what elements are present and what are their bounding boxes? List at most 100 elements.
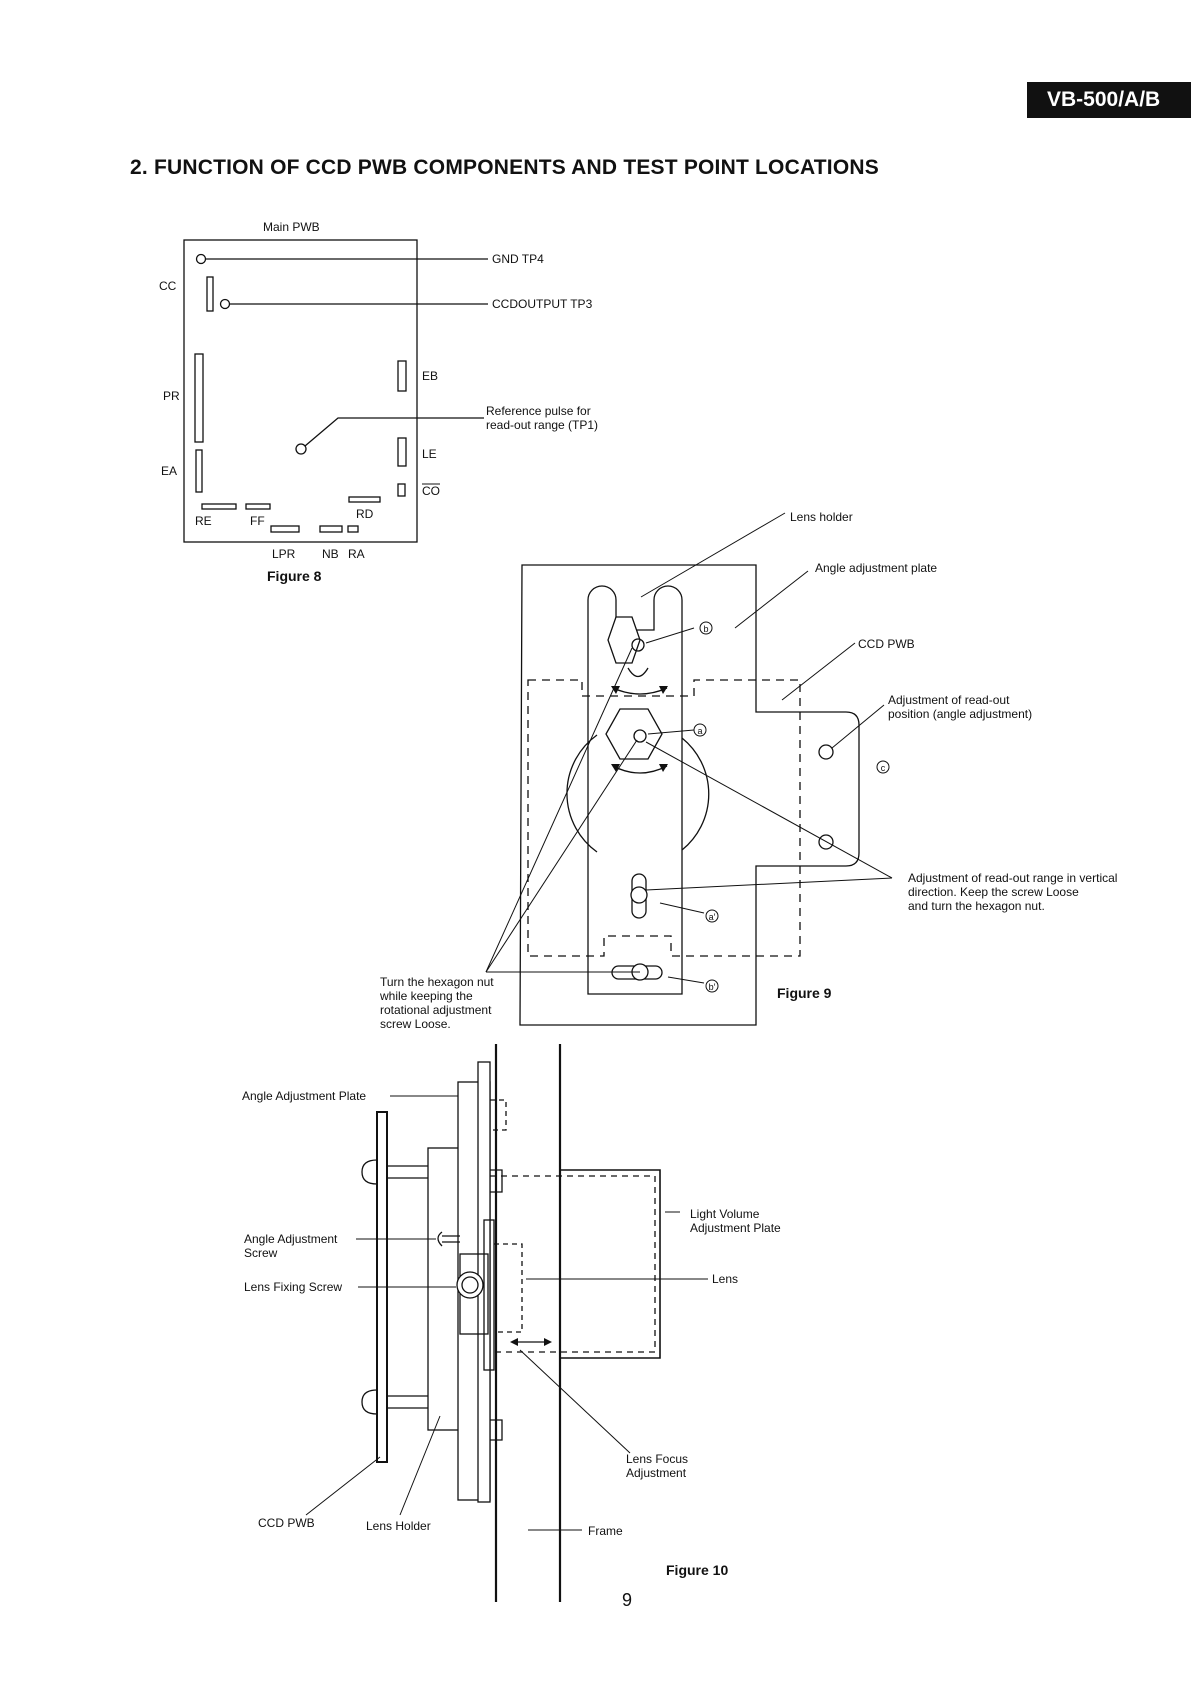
label-le: LE	[422, 447, 437, 461]
page-number: 9	[622, 1590, 633, 1610]
label-pr: PR	[163, 389, 180, 403]
label-hex-nut-line1: Turn the hexagon nut	[380, 975, 494, 989]
lens-body-left	[566, 734, 598, 853]
figure-8-caption: Figure 8	[267, 568, 322, 584]
connector-ff	[245, 503, 271, 510]
label-co: CO	[422, 484, 440, 498]
marker-b: b	[703, 624, 708, 634]
screw-b	[631, 638, 645, 652]
label-hex-nut-line4: screw Loose.	[380, 1017, 451, 1031]
label-light-volume-line1: Light Volume	[690, 1207, 760, 1221]
model-badge: VB-500/A/B	[1027, 82, 1191, 118]
marker-c: c	[881, 763, 886, 773]
label-ccd-pwb: CCD PWB	[258, 1516, 315, 1530]
figure-9-labels: b a c a′ b′ Lens holder Angle adjustment…	[379, 510, 1117, 1031]
label-readout-range-line3: and turn the hexagon nut.	[908, 899, 1045, 913]
light-volume-plate-dashed	[490, 1175, 656, 1353]
connector-lpr	[270, 525, 300, 533]
connector-cc	[206, 276, 214, 312]
section-title: 2. FUNCTION OF CCD PWB COMPONENTS AND TE…	[130, 156, 879, 179]
screw-a-prime	[630, 886, 648, 904]
label-ff: FF	[250, 514, 265, 528]
label-rd: RD	[356, 507, 374, 521]
connector-ra	[347, 525, 359, 533]
label-lens-holder: Lens Holder	[366, 1519, 431, 1533]
tp1-point	[295, 443, 307, 455]
marker-a-prime-circle	[705, 909, 719, 923]
callout-ref-pulse-line2: read-out range (TP1)	[486, 418, 598, 432]
screw-a	[633, 729, 647, 743]
figure-10-labels: Angle Adjustment Plate Angle Adjustment …	[242, 1089, 781, 1578]
label-lpr: LPR	[272, 547, 296, 561]
angle-adjustment-plate-outline	[519, 564, 860, 1026]
label-readout-position-line1: Adjustment of read-out	[888, 693, 1010, 707]
lens-body-right	[681, 737, 710, 851]
connector-re	[201, 503, 237, 510]
label-lens: Lens	[712, 1272, 738, 1286]
label-angle-adjustment-screw-line1: Angle Adjustment	[244, 1232, 338, 1246]
connector-nb	[319, 525, 343, 533]
gnd-tp4-point	[195, 253, 207, 265]
label-readout-position-line2: position (angle adjustment)	[888, 707, 1032, 721]
callout-ccdoutput-tp3: CCDOUTPUT TP3	[492, 297, 593, 311]
lens-holder-block	[427, 1147, 461, 1431]
label-light-volume-line2: Adjustment Plate	[690, 1221, 781, 1235]
label-ea: EA	[161, 464, 177, 478]
callout-gnd-tp4: GND TP4	[492, 252, 544, 266]
label-eb: EB	[422, 369, 438, 383]
rotation-arrow-a	[612, 765, 668, 774]
label-lens-holder: Lens holder	[790, 510, 853, 524]
label-cc: CC	[159, 279, 177, 293]
marker-c-circle	[876, 760, 890, 774]
figure-9-caption: Figure 9	[777, 985, 832, 1001]
label-angle-adjustment-plate: Angle Adjustment Plate	[242, 1089, 366, 1103]
figure-8-labels: Main PWB CC PR EA RE FF LPR NB RA RD EB …	[159, 220, 598, 584]
lens-dashed-outline	[494, 1243, 523, 1333]
figure-10-caption: Figure 10	[666, 1562, 728, 1578]
marker-b-circle	[699, 621, 713, 635]
light-volume-plate-outline	[560, 1169, 661, 1359]
marker-b-prime-circle	[705, 979, 719, 993]
lens-holder-plate	[587, 585, 683, 995]
marker-b-prime: b′	[709, 982, 716, 992]
callout-ref-pulse-line1: Reference pulse for	[486, 404, 591, 418]
label-hex-nut-line3: rotational adjustment	[380, 1003, 492, 1017]
connector-pr	[194, 353, 204, 443]
connector-rd	[348, 496, 381, 503]
rotation-arrow-b	[612, 687, 668, 695]
label-hex-nut-line2: while keeping the	[379, 989, 473, 1003]
ccd-pwb-dashed-outline	[527, 679, 801, 957]
holder-inner-block	[483, 1219, 495, 1371]
figure-8	[183, 239, 488, 543]
label-re: RE	[195, 514, 212, 528]
angle-screw-hole-lower	[818, 834, 834, 850]
label-lens-fixing-screw: Lens Fixing Screw	[244, 1280, 342, 1294]
figure-10	[305, 1044, 708, 1602]
hexagon-nut-b	[607, 616, 641, 664]
label-readout-range-line2: direction. Keep the screw Loose	[908, 885, 1079, 899]
label-frame: Frame	[588, 1524, 623, 1538]
label-ccd-pwb: CCD PWB	[858, 637, 915, 651]
label-ra: RA	[348, 547, 365, 561]
figure-9	[485, 512, 893, 1026]
connector-eb	[397, 360, 407, 392]
label-nb: NB	[322, 547, 339, 561]
main-pwb-board-outline	[183, 239, 418, 543]
label-lens-focus-line2: Adjustment	[626, 1466, 687, 1480]
main-pwb-label: Main PWB	[263, 220, 320, 234]
connector-ea	[195, 449, 203, 493]
label-angle-adjustment-screw-line2: Screw	[244, 1246, 278, 1260]
connector-le	[397, 437, 407, 467]
marker-a-prime: a′	[709, 912, 716, 922]
upper-spacer-head	[361, 1159, 378, 1185]
label-lens-focus-line1: Lens Focus	[626, 1452, 688, 1466]
lower-spacer-head	[361, 1389, 378, 1415]
ccdoutput-tp3-point	[219, 298, 231, 310]
lens-fixing-screw-inner	[461, 1276, 479, 1294]
washer-b	[627, 667, 649, 678]
lens-fixing-screw	[456, 1271, 484, 1299]
connector-co	[397, 483, 406, 497]
angle-adjustment-screw	[437, 1231, 443, 1247]
label-angle-adjustment-plate: Angle adjustment plate	[815, 561, 937, 575]
